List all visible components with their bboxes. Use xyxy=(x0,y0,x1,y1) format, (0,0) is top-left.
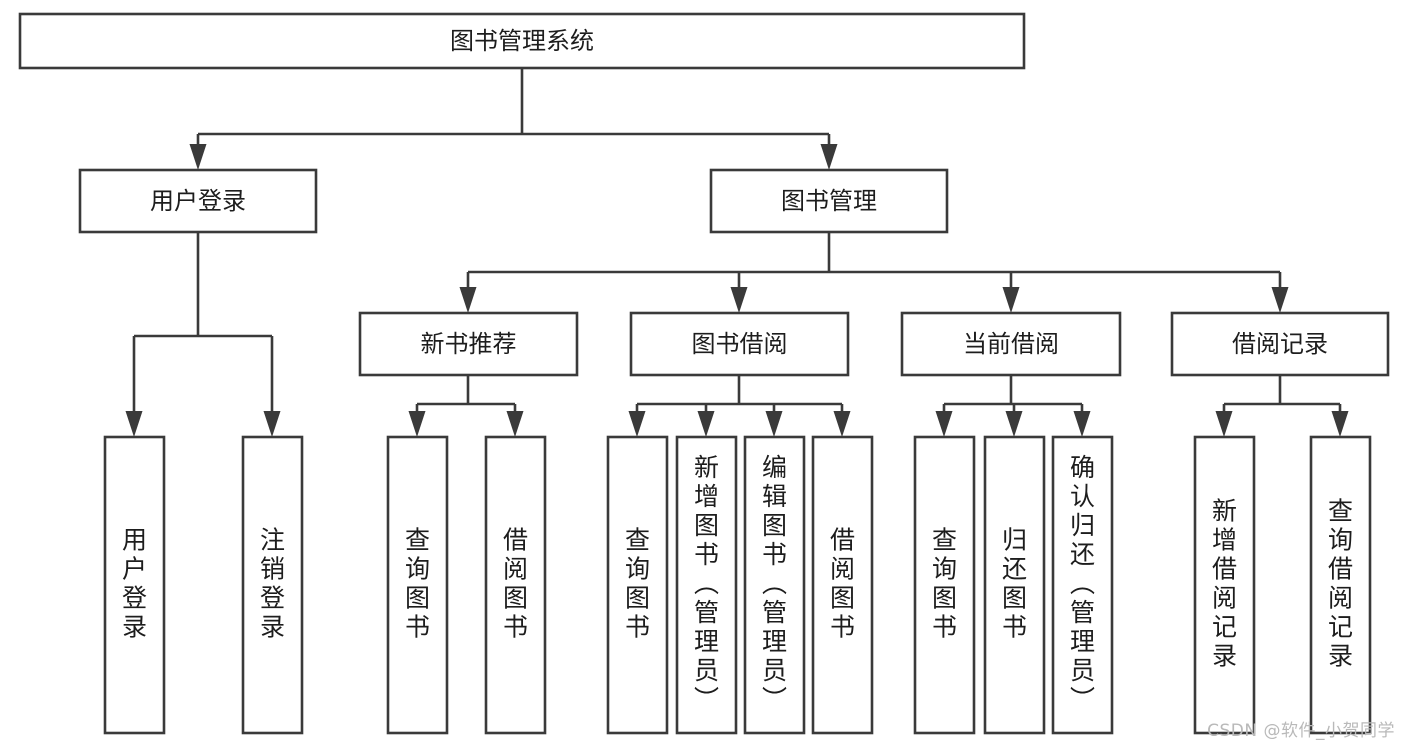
node-leaf-return-book[interactable]: 归还图书 xyxy=(983,435,1046,735)
connector-arrowhead-icon xyxy=(697,411,715,437)
node-leaf-add-record[interactable]: 新增借阅记录 xyxy=(1193,435,1256,735)
node-box[interactable] xyxy=(811,435,874,735)
node-label: 确认归还︵管理员︶ xyxy=(1070,453,1095,714)
node-label: 新增图书︵管理员︶ xyxy=(694,453,719,714)
node-label: 查询图书 xyxy=(625,526,650,642)
connector-arrowhead-icon xyxy=(263,411,281,437)
node-box[interactable] xyxy=(358,311,579,377)
node-leaf-edit-book[interactable]: 编辑图书︵管理员︶ xyxy=(743,435,806,735)
node-borrow-record[interactable]: 借阅记录 xyxy=(1170,311,1390,377)
connector-arrowhead-icon xyxy=(1271,287,1289,313)
node-box[interactable] xyxy=(606,435,669,735)
connector-arrowhead-icon xyxy=(765,411,783,437)
node-leaf-user-login[interactable]: 用户登录 xyxy=(103,435,166,735)
connector-arrowhead-icon xyxy=(1073,411,1091,437)
node-label: 编辑图书︵管理员︶ xyxy=(762,453,787,714)
connector-arrowhead-icon xyxy=(730,287,748,313)
node-label: 借阅记录 xyxy=(1232,330,1328,358)
node-box[interactable] xyxy=(241,435,304,735)
node-label: 当前借阅 xyxy=(963,330,1059,358)
node-leaf-add-book[interactable]: 新增图书︵管理员︶ xyxy=(675,435,738,735)
node-leaf-query-book-1[interactable]: 查询图书 xyxy=(386,435,449,735)
node-current-borrow[interactable]: 当前借阅 xyxy=(900,311,1122,377)
node-label: 图书管理 xyxy=(781,187,877,215)
connector-book-manage-to-level3 xyxy=(459,232,1289,313)
node-label: 归还图书 xyxy=(1002,526,1027,642)
connector-arrowhead-icon xyxy=(935,411,953,437)
node-box[interactable] xyxy=(709,168,949,234)
connector-arrowhead-icon xyxy=(189,144,207,170)
connector-arrowhead-icon xyxy=(1215,411,1233,437)
connector-arrowhead-icon xyxy=(459,287,477,313)
connector-arrowhead-icon xyxy=(833,411,851,437)
connector-arrowhead-icon xyxy=(1331,411,1349,437)
node-book-manage[interactable]: 图书管理 xyxy=(709,168,949,234)
node-label: 用户登录 xyxy=(122,526,147,642)
connector-arrowhead-icon xyxy=(820,144,838,170)
connector-arrowhead-icon xyxy=(125,411,143,437)
node-label: 图书管理系统 xyxy=(450,27,594,55)
node-box[interactable] xyxy=(983,435,1046,735)
node-label: 查询图书 xyxy=(405,526,430,642)
node-box[interactable] xyxy=(1051,435,1114,735)
node-label: 新书推荐 xyxy=(421,330,517,358)
connector-arrowhead-icon xyxy=(408,411,426,437)
node-box[interactable] xyxy=(743,435,806,735)
node-label: 注销登录 xyxy=(260,526,285,642)
connector-current-borrow-to-leaves xyxy=(935,375,1091,437)
node-label: 用户登录 xyxy=(150,187,246,215)
node-leaf-query-record[interactable]: 查询借阅记录 xyxy=(1309,435,1372,735)
node-root[interactable]: 图书管理系统 xyxy=(18,12,1026,70)
node-label: 图书借阅 xyxy=(692,330,788,358)
node-box[interactable] xyxy=(913,435,976,735)
node-box[interactable] xyxy=(900,311,1122,377)
connector-user-login-to-leaves xyxy=(125,232,281,437)
node-box[interactable] xyxy=(1193,435,1256,735)
node-label: 借阅图书 xyxy=(503,526,528,642)
connector-new-book-recommend-to-leaves xyxy=(408,375,524,437)
node-new-book-recommend[interactable]: 新书推荐 xyxy=(358,311,579,377)
connectors-layer xyxy=(125,68,1349,437)
connector-arrowhead-icon xyxy=(506,411,524,437)
node-leaf-logout[interactable]: 注销登录 xyxy=(241,435,304,735)
node-box[interactable] xyxy=(18,12,1026,70)
node-label: 借阅图书 xyxy=(830,526,855,642)
node-label: 查询借阅记录 xyxy=(1328,497,1353,671)
connector-borrow-record-to-leaves xyxy=(1215,375,1349,437)
node-box[interactable] xyxy=(1309,435,1372,735)
node-label: 查询图书 xyxy=(932,526,957,642)
node-leaf-query-book-2[interactable]: 查询图书 xyxy=(606,435,669,735)
node-box[interactable] xyxy=(78,168,318,234)
nodes-layer: 图书管理系统用户登录图书管理新书推荐图书借阅当前借阅借阅记录用户登录注销登录查询… xyxy=(18,12,1390,735)
node-leaf-borrow-book-2[interactable]: 借阅图书 xyxy=(811,435,874,735)
node-box[interactable] xyxy=(103,435,166,735)
node-box[interactable] xyxy=(484,435,547,735)
node-leaf-borrow-book-1[interactable]: 借阅图书 xyxy=(484,435,547,735)
node-user-login[interactable]: 用户登录 xyxy=(78,168,318,234)
node-leaf-query-book-3[interactable]: 查询图书 xyxy=(913,435,976,735)
node-box[interactable] xyxy=(1170,311,1390,377)
connector-arrowhead-icon xyxy=(1002,287,1020,313)
connector-arrowhead-icon xyxy=(628,411,646,437)
node-label: 新增借阅记录 xyxy=(1212,497,1237,671)
connector-arrowhead-icon xyxy=(1005,411,1023,437)
connector-root-to-level2 xyxy=(189,68,838,170)
node-box[interactable] xyxy=(386,435,449,735)
node-book-borrow[interactable]: 图书借阅 xyxy=(629,311,850,377)
node-leaf-confirm-return[interactable]: 确认归还︵管理员︶ xyxy=(1051,435,1114,735)
node-box[interactable] xyxy=(675,435,738,735)
node-box[interactable] xyxy=(629,311,850,377)
connector-book-borrow-to-leaves xyxy=(628,375,851,437)
